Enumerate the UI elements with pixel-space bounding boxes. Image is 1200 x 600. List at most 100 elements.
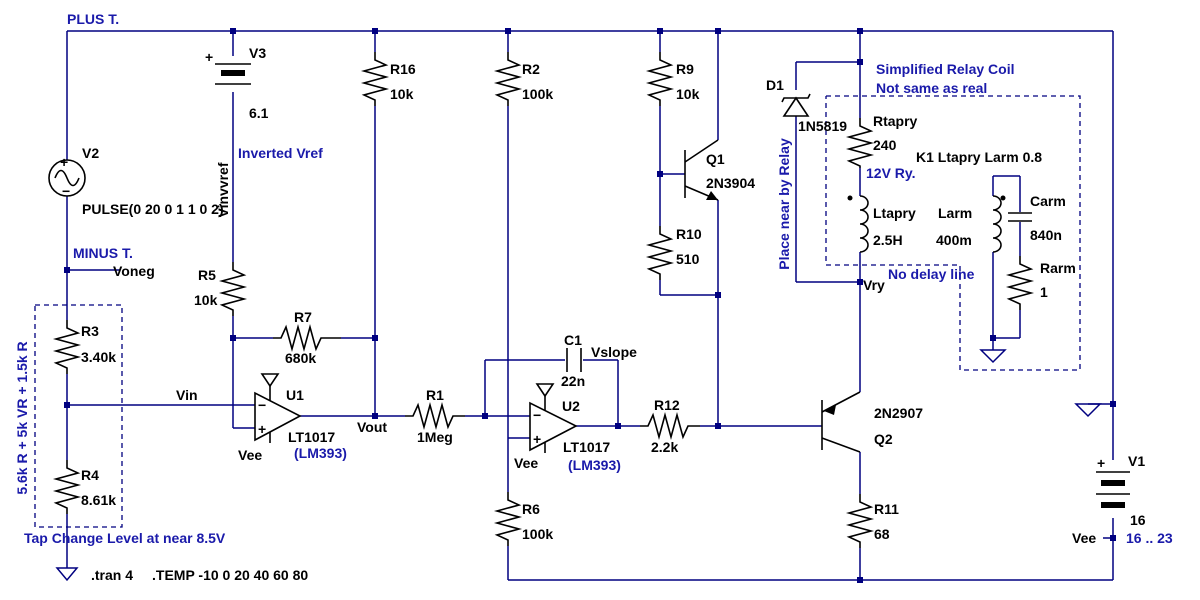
- r1-value: 1Meg: [417, 429, 453, 445]
- v3-battery[interactable]: +: [205, 49, 251, 85]
- svg-text:−: −: [533, 407, 541, 423]
- temp-directive: .TEMP -10 0 20 40 60 80: [152, 567, 308, 583]
- r16-value: 10k: [390, 86, 414, 102]
- net-vry: Vry: [863, 277, 885, 293]
- r4-name: R4: [81, 467, 99, 483]
- simplified-relay-note: Simplified Relay Coil: [876, 61, 1014, 77]
- r1-resistor[interactable]: [405, 401, 465, 431]
- r9-resistor[interactable]: [645, 52, 675, 106]
- v3-value: 6.1: [249, 105, 269, 121]
- relay-12v-note: 12V Ry.: [866, 165, 916, 181]
- net-vinvvref: Vinvvref: [215, 162, 231, 217]
- u1-alt: (LM393): [294, 445, 347, 461]
- r16-name: R16: [390, 61, 416, 77]
- v1-battery[interactable]: +: [1096, 455, 1130, 508]
- q1-transistor[interactable]: [684, 139, 719, 201]
- r11-value: 68: [874, 526, 890, 542]
- r4-value: 8.61k: [81, 492, 116, 508]
- not-same-note: Not same as real: [876, 80, 987, 96]
- carm-value: 840n: [1030, 227, 1062, 243]
- u1-comparator[interactable]: − +: [254, 373, 302, 443]
- ltapry-value: 2.5H: [873, 232, 903, 248]
- u2-model: LT1017: [563, 439, 610, 455]
- place-near-note: Place near by Relay: [776, 138, 792, 270]
- rarm-name: Rarm: [1040, 260, 1076, 276]
- r9-value: 10k: [676, 86, 700, 102]
- svg-text:+: +: [258, 421, 266, 437]
- r12-resistor[interactable]: [640, 411, 700, 441]
- rarm-value: 1: [1040, 284, 1048, 300]
- rarm-resistor[interactable]: [1005, 256, 1035, 310]
- d1-name: D1: [766, 77, 784, 93]
- r6-name: R6: [522, 501, 540, 517]
- u2-comparator[interactable]: − +: [529, 383, 578, 453]
- net-voneg: Voneg: [113, 263, 155, 279]
- q1-name: Q1: [706, 151, 725, 167]
- ground-icon: [55, 567, 79, 582]
- carm-name: Carm: [1030, 193, 1066, 209]
- ground-icon: [1074, 403, 1102, 418]
- tap-change-note: Tap Change Level at near 8.5V: [24, 530, 226, 546]
- c1-name: C1: [564, 332, 582, 348]
- net-vout: Vout: [357, 419, 387, 435]
- net-vee-v1: Vee: [1072, 530, 1096, 546]
- svg-text:+: +: [205, 49, 213, 65]
- d1-model: 1N5819: [798, 118, 847, 134]
- q2-transistor[interactable]: [821, 391, 861, 453]
- r1-name: R1: [426, 387, 444, 403]
- carm-capacitor[interactable]: [1008, 212, 1032, 222]
- v2-name: V2: [82, 145, 99, 161]
- q1-model: 2N3904: [706, 175, 755, 191]
- larm-inductor[interactable]: [992, 195, 1002, 253]
- r5-name: R5: [198, 267, 216, 283]
- net-vin: Vin: [176, 387, 198, 403]
- no-delay-note: No delay line: [888, 266, 975, 282]
- r9-name: R9: [676, 61, 694, 77]
- r5-resistor[interactable]: [218, 262, 248, 316]
- net-vslope: Vslope: [591, 344, 637, 360]
- ltapry-inductor[interactable]: [859, 195, 869, 253]
- v1-value: 16: [1130, 512, 1146, 528]
- net-plus-t: PLUS T.: [67, 11, 119, 27]
- larm-name: Larm: [938, 205, 972, 221]
- divider-dashed-box: [34, 304, 123, 528]
- u1-name: U1: [286, 387, 304, 403]
- d1-diode[interactable]: [781, 93, 811, 117]
- r10-value: 510: [676, 251, 700, 267]
- r7-value: 680k: [285, 350, 316, 366]
- r6-resistor[interactable]: [493, 492, 523, 546]
- svg-text:−: −: [258, 397, 266, 413]
- larm-value: 400m: [936, 232, 972, 248]
- rtapry-resistor[interactable]: [845, 118, 875, 168]
- r12-name: R12: [654, 397, 680, 413]
- v3-name: V3: [249, 45, 266, 61]
- u2-name: U2: [562, 398, 580, 414]
- r3-resistor[interactable]: [52, 320, 82, 374]
- r2-name: R2: [522, 61, 540, 77]
- rtapry-name: Rtapry: [873, 113, 918, 129]
- c1-capacitor[interactable]: [566, 348, 582, 372]
- r12-value: 2.2k: [651, 439, 678, 455]
- r2-resistor[interactable]: [493, 52, 523, 106]
- net-vee-u2: Vee: [514, 455, 538, 471]
- k1-directive: K1 Ltapry Larm 0.8: [916, 149, 1042, 165]
- svg-text:+: +: [60, 154, 68, 170]
- r7-name: R7: [294, 309, 312, 325]
- r2-value: 100k: [522, 86, 553, 102]
- r10-resistor[interactable]: [645, 226, 675, 280]
- v1-name: V1: [1128, 453, 1145, 469]
- r16-resistor[interactable]: [360, 52, 390, 106]
- net-vee-u1: Vee: [238, 447, 262, 463]
- v2-value: PULSE(0 20 0 1 1 0 2): [82, 201, 224, 217]
- r11-resistor[interactable]: [845, 494, 875, 548]
- net-minus-t: MINUS T.: [73, 245, 133, 261]
- r7-resistor[interactable]: [273, 323, 341, 353]
- r11-name: R11: [874, 501, 899, 517]
- r4-resistor[interactable]: [52, 460, 82, 514]
- svg-text:+: +: [533, 431, 541, 447]
- r3-name: R3: [81, 323, 99, 339]
- u1-model: LT1017: [288, 429, 335, 445]
- v2-source[interactable]: + −: [48, 154, 86, 199]
- relay-dashed-box: [825, 95, 1081, 371]
